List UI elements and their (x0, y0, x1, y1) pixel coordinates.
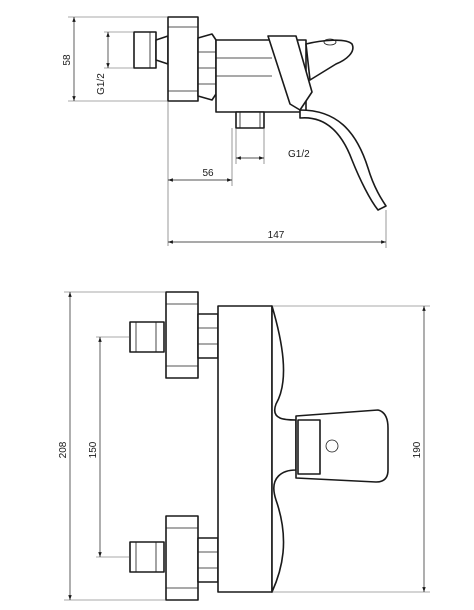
dim-inlet-spacing-150: 150 (88, 441, 99, 458)
side-lever-handle (267, 35, 313, 111)
side-lever-arm (299, 109, 387, 211)
side-inlet-connector (133, 31, 157, 69)
front-flange-top (165, 291, 199, 379)
side-lever-curve (305, 39, 354, 81)
dim-thread-outlet: G1/2 (288, 149, 310, 160)
dim-outlet-offset: 56 (202, 168, 214, 179)
front-inlet-top (129, 321, 165, 353)
dim-body-height-190: 190 (412, 441, 423, 458)
front-hex-nut-top (197, 313, 219, 359)
side-flange (167, 16, 199, 102)
front-view: 208 150 190 (58, 291, 430, 601)
front-escutcheon (271, 305, 297, 593)
front-valve-body (217, 305, 273, 593)
front-lever-cap (297, 419, 321, 475)
front-flange-bottom (165, 515, 199, 601)
front-inlet-bottom (129, 541, 165, 573)
dim-depth-147: 147 (268, 230, 285, 241)
dim-thread-inlet: G1/2 (96, 73, 107, 95)
side-hex-nut (197, 33, 217, 101)
side-outlet-stub (235, 111, 265, 129)
dim-total-height-208: 208 (58, 441, 69, 458)
dim-height-58: 58 (62, 54, 73, 66)
side-view: 58 G1/2 56 G1/2 147 (62, 16, 387, 248)
front-lever-screw-icon (325, 439, 339, 453)
front-hex-nut-bottom (197, 537, 219, 583)
